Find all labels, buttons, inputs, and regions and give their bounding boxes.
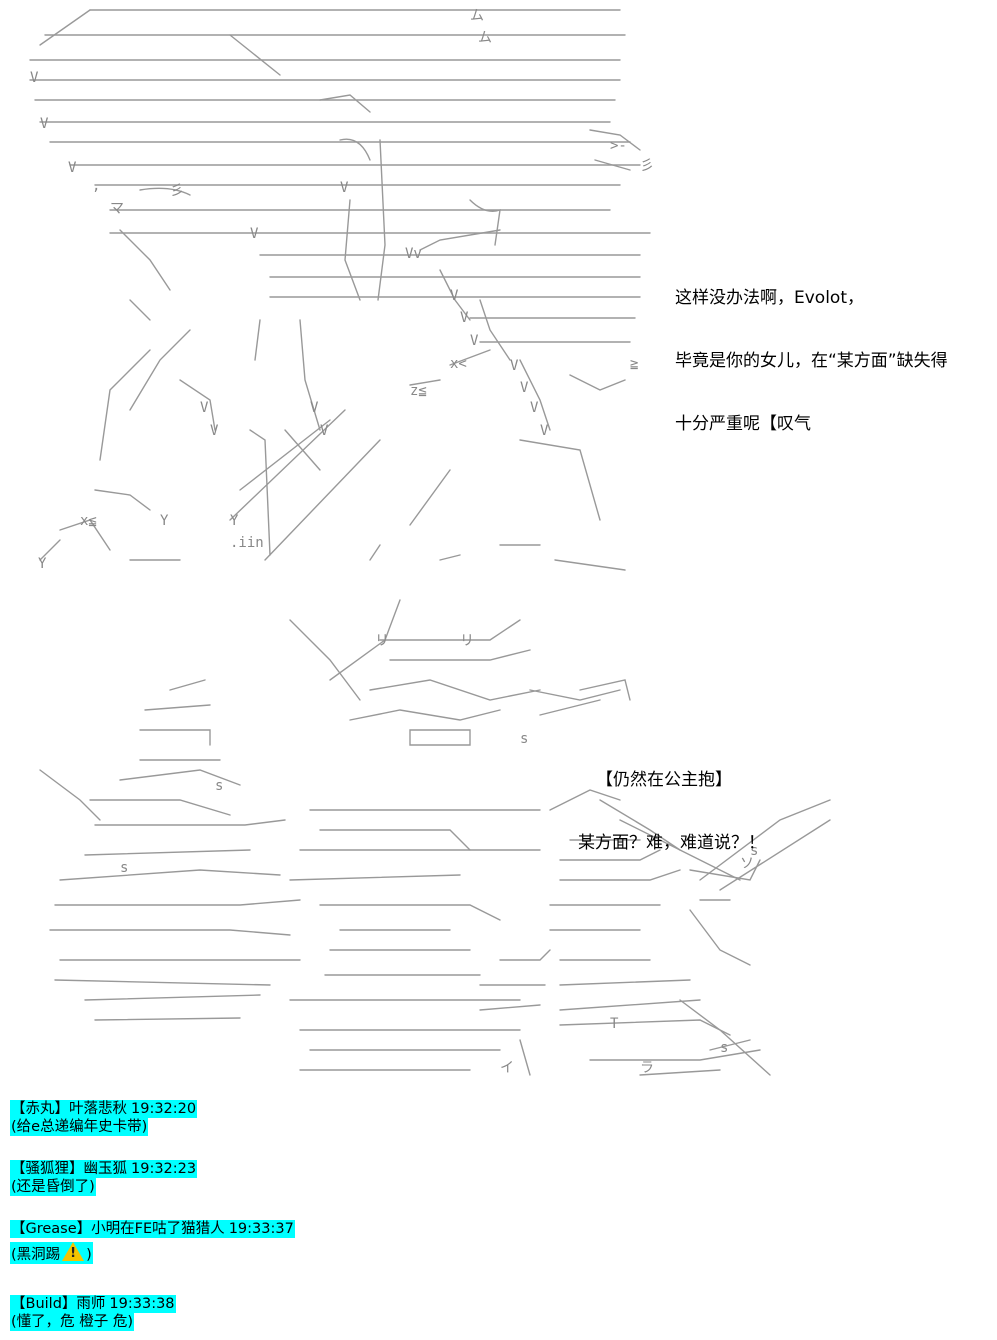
svg-text:V: V [68,160,77,176]
chat-tag: 【骚狐狸】 [11,1161,84,1177]
svg-text:V: V [520,380,529,396]
svg-text:s: s [215,778,223,794]
svg-text:彡: 彡 [640,158,654,174]
svg-text:V: V [30,70,39,86]
chat-user: 雨师 [76,1296,106,1312]
svg-text:ソ: ソ [740,856,754,872]
svg-text:V: V [200,400,209,416]
svg-text:V: V [40,116,49,132]
svg-text:x<: x< [450,356,467,372]
chat-user: 小明在FE咕了猫猎人 [91,1221,225,1237]
svg-text:ム: ム [478,30,492,46]
svg-text:V: V [470,333,479,349]
svg-text:リ: リ [375,633,389,649]
svg-text:リ: リ [460,633,474,649]
warning-icon [62,1242,85,1263]
svg-text:彡: 彡 [170,183,184,199]
dialog-top-line-1: 这样没办法啊，Evolot， [675,288,864,308]
chat-message-text-end: ) [86,1247,92,1263]
chat-message: (黑洞踢) [10,1242,93,1264]
svg-text:.iin: .iin [230,535,264,551]
chat-message: (还是昏倒了) [10,1178,96,1196]
svg-text:x≦: x≦ [80,513,97,529]
svg-text:Y: Y [160,513,169,529]
chat-time: 19:32:23 [131,1161,197,1177]
svg-text:T: T [610,1016,619,1032]
svg-text:s: s [520,731,528,747]
svg-text:s: s [120,860,128,876]
chat-time: 19:33:37 [228,1221,294,1237]
chat-message-text: (黑洞踢 [11,1247,61,1263]
svg-text:V: V [320,423,329,439]
dialog-top-line-2: 毕竟是你的女儿，在“某方面”缺失得 [675,351,948,371]
svg-text:イ: イ [500,1060,514,1076]
svg-text:z≦: z≦ [410,383,427,399]
chat-tag: 【Build】 [11,1296,77,1312]
svg-text:s: s [750,843,758,859]
svg-text:,: , [92,178,100,194]
svg-text:>-: >- [610,138,627,154]
svg-text:V: V [210,423,219,439]
svg-text:V: V [340,180,349,196]
dialog-bottom-line-2: 某方面？难，难道说？！ [578,833,765,853]
chat-user: 幽玉狐 [83,1161,128,1177]
svg-text:V: V [530,400,539,416]
svg-text:ム: ム [470,8,484,24]
dialog-top-line-3: 十分严重呢【叹气 [675,414,811,434]
svg-text:Y: Y [38,556,47,572]
ascii-art-drawing: ム ム V V V , マ V V Vv V V V V V V V V V V… [29,8,831,1076]
svg-text:Vv: Vv [405,246,422,262]
chat-user: 叶落悲秋 [69,1101,127,1117]
chat-tag: 【Grease】 [11,1221,92,1237]
svg-text:V: V [250,226,259,242]
svg-text:Y: Y [230,513,239,529]
chat-tag: 【赤丸】 [11,1101,69,1117]
svg-text:V: V [540,423,549,439]
svg-text:V: V [310,400,319,416]
svg-text:V: V [460,310,469,326]
svg-text:マ: マ [110,201,124,217]
svg-text:V: V [510,358,519,374]
ascii-art-illustration: ム ム V V V , マ V V Vv V V V V V V V V V V… [29,8,831,1076]
chat-time: 19:32:20 [131,1101,197,1117]
chat-message: (懂了，危 橙子 危) [10,1313,135,1331]
svg-text:≧: ≧ [630,356,638,372]
chat-message: (给e总递编年史卡带) [10,1118,149,1136]
dialog-bottom: 【仍然在公主抱】 某方面？难，难道说？！ [578,728,765,875]
dialog-top: 这样没办法啊，Evolot， 毕竟是你的女儿，在“某方面”缺失得 十分严重呢【叹… [675,246,948,456]
chat-time: 19:33:38 [109,1296,175,1312]
svg-text:ラ: ラ [640,1060,654,1076]
svg-text:V: V [450,288,459,304]
dialog-bottom-line-1: 【仍然在公主抱】 [596,770,732,790]
svg-text:s: s [720,1040,728,1056]
